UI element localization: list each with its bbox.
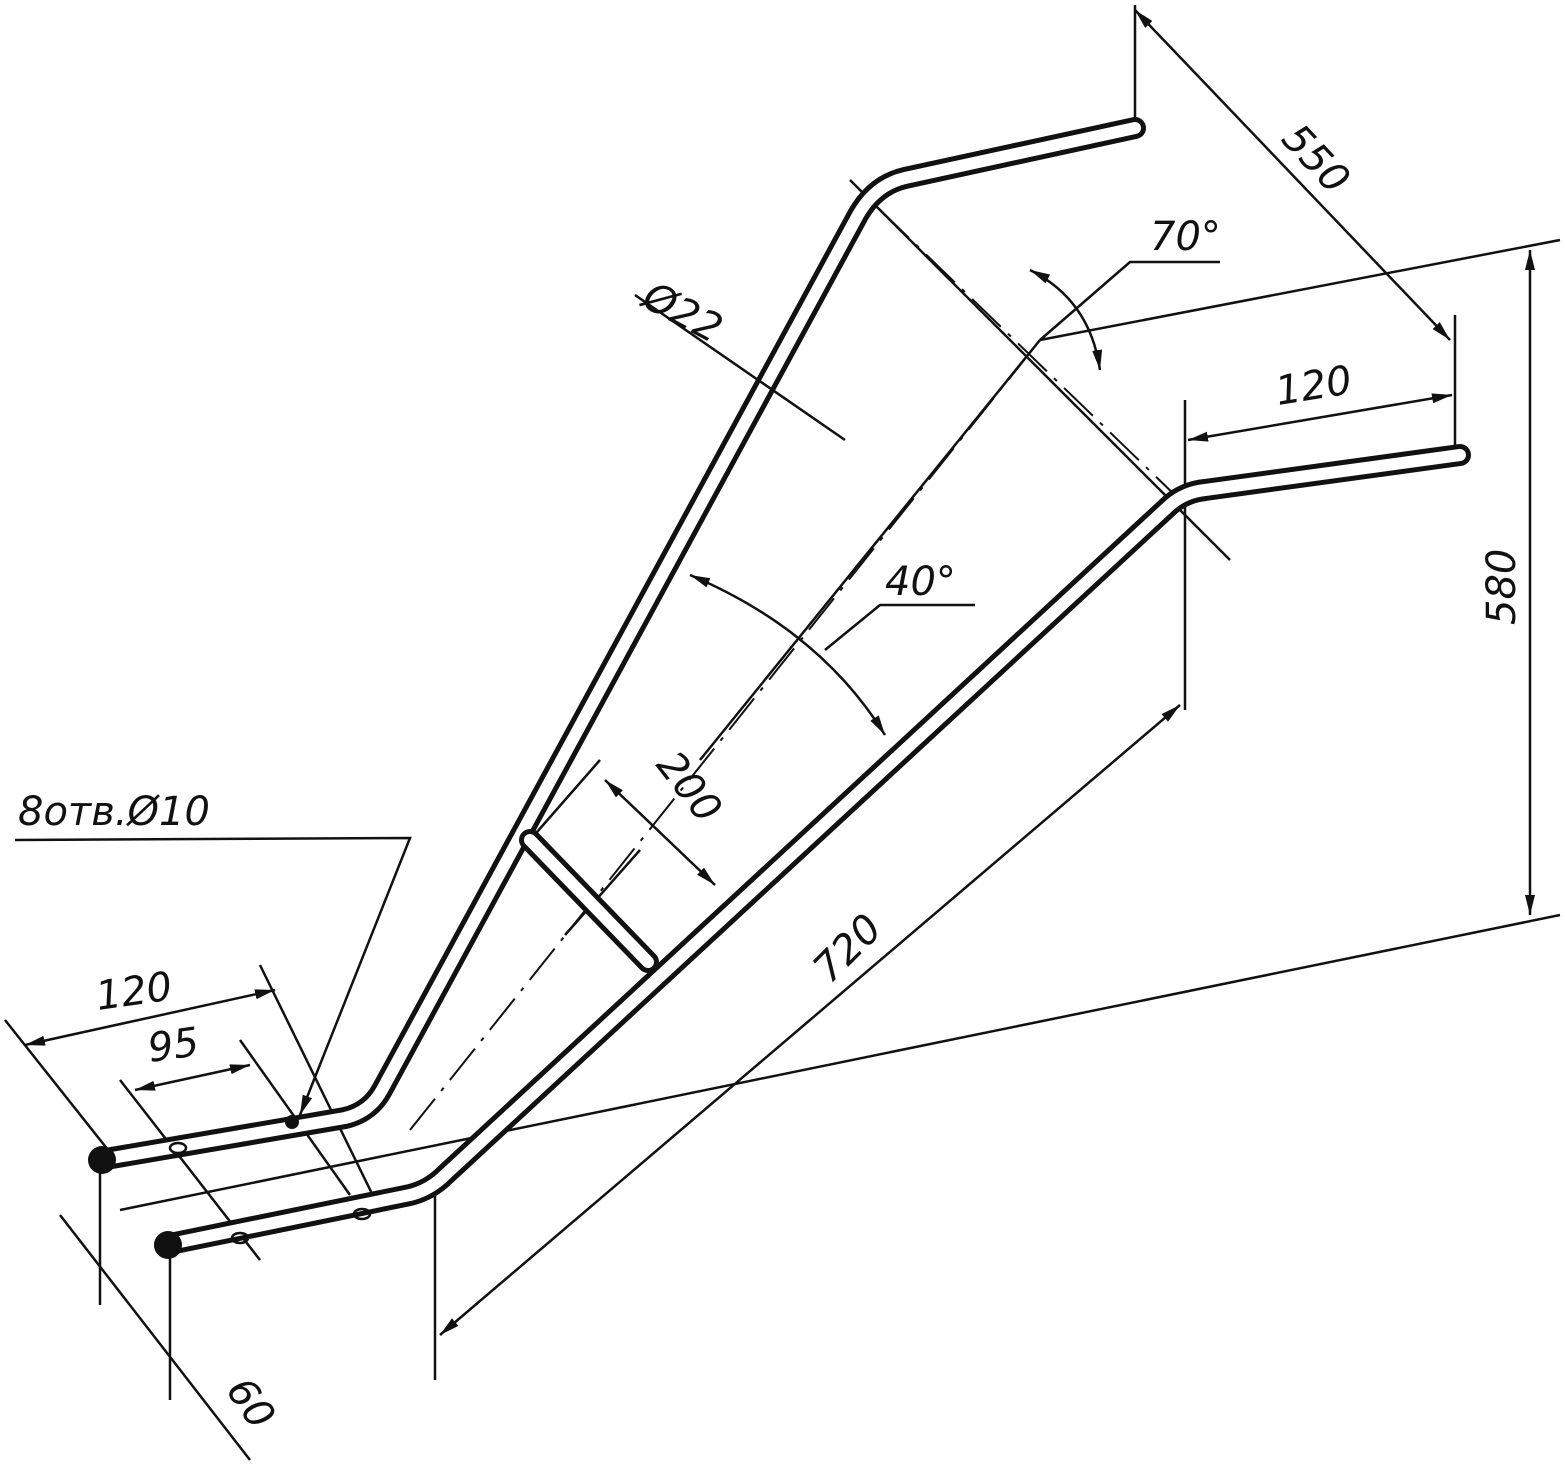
lower-tube [154, 444, 1471, 1256]
dim-580-label: 580 [1479, 549, 1525, 625]
dim-720-label: 720 [805, 906, 892, 993]
holes-note-label: 8отв.Ø10 [18, 789, 210, 835]
construction-lines [4, 5, 1561, 1400]
upper-tube [89, 117, 1146, 1171]
crossbar [519, 829, 659, 973]
dim-diameter-22-label: Ø22 [634, 272, 730, 352]
dimension-lines [14, 9, 1535, 1461]
dim-60-label: 60 [217, 1369, 284, 1437]
dim-70deg-label: 70° [1150, 214, 1221, 260]
dim-120-top-label: 120 [1272, 357, 1355, 414]
tube-ends-and-holes [88, 1115, 372, 1259]
dim-95-label: 95 [145, 1019, 202, 1072]
dim-40deg-label: 40° [885, 559, 956, 605]
dim-120-bottom-label: 120 [93, 964, 175, 1020]
dim-550-label: 550 [1273, 115, 1359, 202]
